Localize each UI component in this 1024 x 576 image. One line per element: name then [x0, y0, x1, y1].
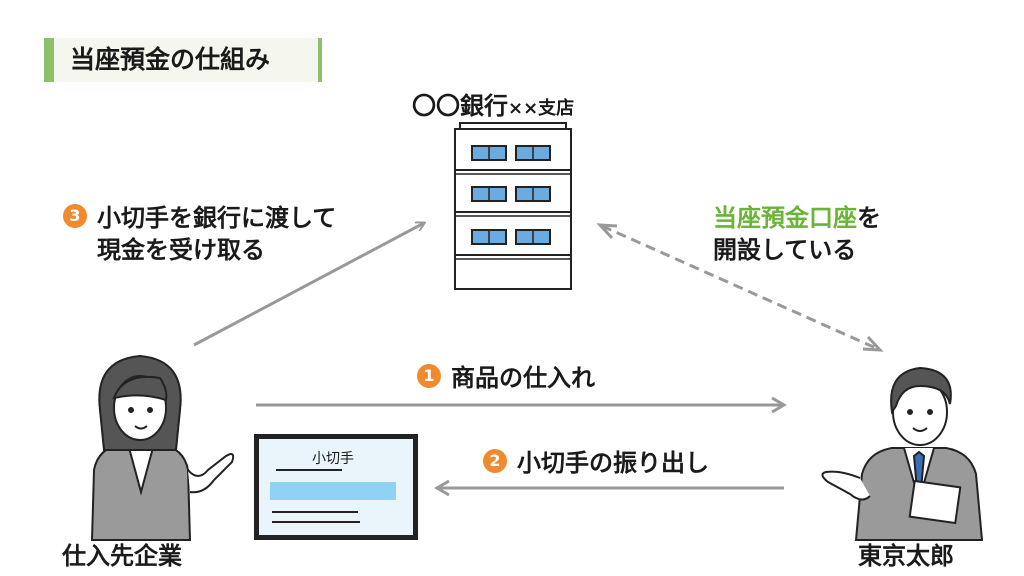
step1-text: 商品の仕入れ	[451, 364, 595, 392]
step3-number-badge: 3	[63, 204, 87, 228]
arrowhead-step2	[434, 479, 450, 497]
arrowhead-account-top	[596, 223, 618, 240]
title-frame	[44, 38, 322, 82]
account-note-line1: 当座預金口座を	[713, 202, 881, 234]
step3-line1: 小切手を銀行に渡して	[97, 204, 337, 232]
arrowhead-step1	[771, 396, 787, 414]
supplier-label: 仕入先企業	[62, 542, 182, 570]
supplier-person-icon	[90, 354, 235, 541]
bank-name-main: 〇〇銀行	[412, 92, 508, 120]
step1-number-badge: 1	[417, 364, 441, 388]
bank-branch: ××支店	[508, 98, 575, 119]
arrowhead-account-bottom	[862, 335, 884, 352]
arrow-step3	[193, 223, 424, 347]
account-note-highlight: 当座預金口座	[713, 204, 857, 232]
step2-label: 2 小切手の振り出し	[483, 447, 709, 479]
customer-person-icon	[821, 366, 984, 541]
cheque-icon	[254, 434, 418, 540]
page-title: 当座預金の仕組み	[70, 45, 271, 74]
bank-name: 〇〇銀行××支店	[412, 86, 574, 121]
arrow-account-dashed	[601, 224, 879, 351]
step3-line2: 現金を受け取る	[97, 236, 265, 264]
bank-building-icon	[454, 122, 572, 290]
account-note-line2: 開設している	[713, 236, 857, 264]
customer-label: 東京太郎	[858, 542, 954, 570]
account-note-suffix: を	[857, 204, 881, 232]
step2-number-badge: 2	[483, 449, 507, 473]
step1-label: 1 商品の仕入れ	[417, 362, 595, 394]
step2-text: 小切手の振り出し	[517, 449, 709, 477]
step3-label: 3 小切手を銀行に渡して	[63, 202, 336, 234]
cheque-title: 小切手	[312, 451, 354, 467]
